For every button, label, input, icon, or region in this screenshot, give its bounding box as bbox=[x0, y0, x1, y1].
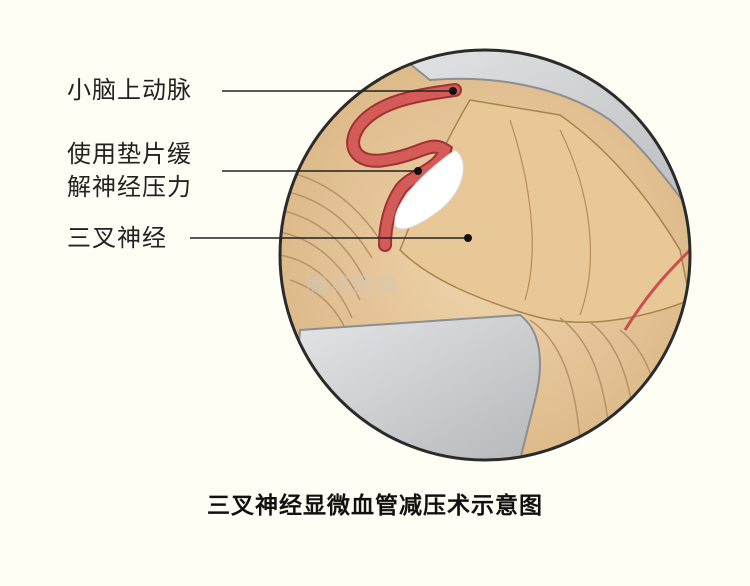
label-artery: 小脑上动脉 bbox=[67, 76, 192, 104]
watermark: 腾讯医典 bbox=[306, 274, 399, 299]
label-nerve: 三叉神经 bbox=[67, 224, 167, 252]
label-pad-line2: 解神经压力 bbox=[67, 173, 192, 201]
teflon-pad bbox=[394, 149, 464, 230]
leader-dots bbox=[414, 87, 472, 242]
vein bbox=[623, 248, 690, 331]
figure-caption: 三叉神经显微血管减压术示意图 bbox=[207, 493, 543, 519]
label-pad-line1: 使用垫片缓 bbox=[67, 140, 192, 168]
surgical-field bbox=[280, 50, 690, 460]
leader-lines bbox=[190, 90, 468, 239]
